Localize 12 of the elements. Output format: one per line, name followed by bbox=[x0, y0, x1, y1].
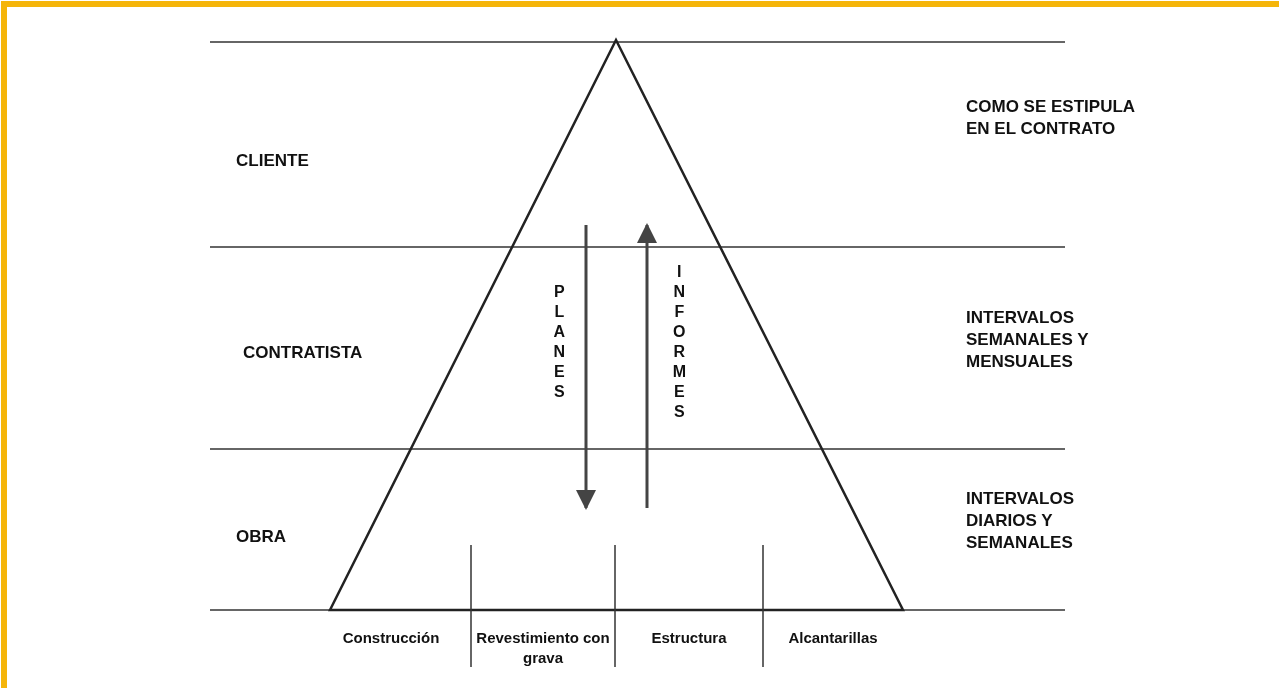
section-label: Construcción bbox=[341, 628, 441, 648]
level-label: COMO SE ESTIPULA EN EL CONTRATO bbox=[966, 96, 1136, 141]
level-label: CLIENTE bbox=[236, 150, 310, 172]
level-label: INTERVALOS SEMANALES Y MENSUALES bbox=[966, 307, 1090, 374]
arrow-label: PLANES bbox=[549, 283, 569, 403]
section-label: Revestimiento con grava bbox=[475, 628, 611, 667]
level-label: INTERVALOS DIARIOS Y SEMANALES bbox=[966, 488, 1075, 555]
section-label: Estructura bbox=[650, 628, 728, 648]
level-label: OBRA bbox=[236, 526, 288, 548]
level-label: CONTRATISTA bbox=[243, 342, 364, 364]
arrow-label: INFORMES bbox=[669, 263, 689, 423]
section-label: Alcantarillas bbox=[787, 628, 879, 648]
